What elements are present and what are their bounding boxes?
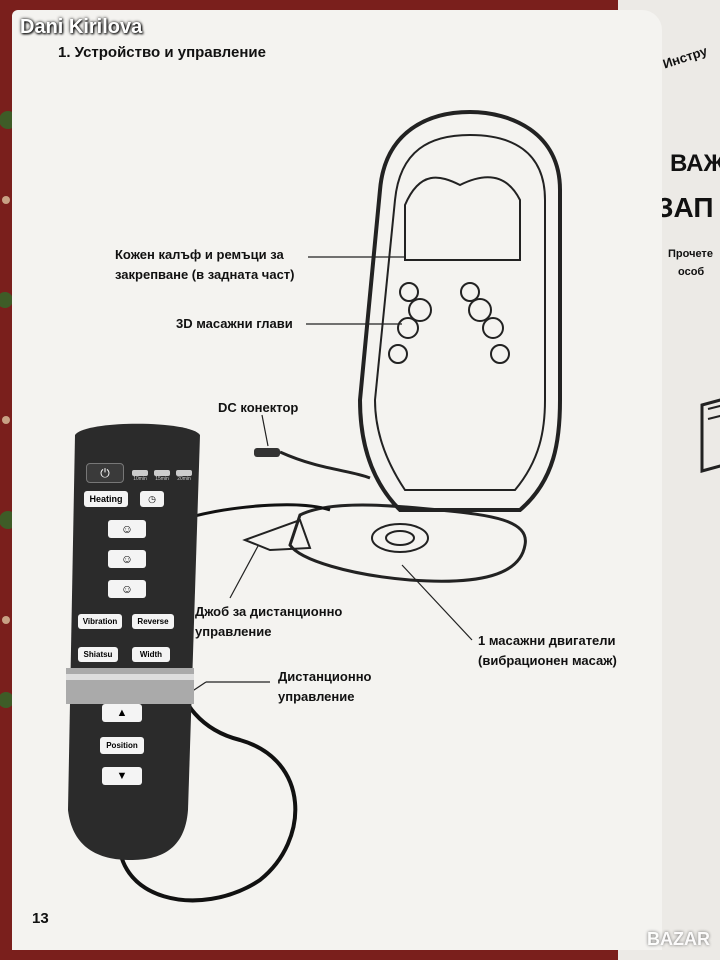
next-page-bold2: ЗАП: [656, 192, 714, 223]
up-button[interactable]: ▲: [102, 704, 142, 722]
seat-back-inner: [373, 133, 546, 491]
timer-15: 15min: [154, 470, 170, 482]
arrow-up-icon: ▲: [116, 707, 128, 719]
label-remote: Дистанционно управление: [278, 669, 372, 704]
neck-mode-button[interactable]: ☺: [108, 520, 146, 538]
reverse-button[interactable]: Reverse: [132, 614, 174, 629]
timer-10: 10min: [132, 470, 148, 482]
remote-body: [68, 423, 200, 860]
remote-metal-band: [66, 668, 194, 704]
remote-pocket: [242, 518, 312, 552]
dc-connector-cable: [279, 450, 371, 480]
seat-base: [288, 503, 527, 583]
back-massage-icon: ☺: [120, 552, 134, 566]
remote-cable: [117, 679, 298, 903]
next-page-text1: Прочете: [668, 248, 713, 260]
label-dc-connector: DC конектор: [218, 400, 299, 415]
clock-icon: ◷: [148, 494, 156, 504]
down-button[interactable]: ▼: [102, 767, 142, 785]
waist-mode-button[interactable]: ☺: [108, 580, 146, 598]
vibration-button[interactable]: Vibration: [78, 614, 122, 629]
width-button[interactable]: Width: [132, 647, 170, 662]
page-number: 13: [32, 910, 49, 927]
label-massage-heads: 3D масажни глави: [176, 316, 293, 331]
label-remote-pocket: Джоб за дистанционно управление: [195, 604, 343, 639]
book-icon: [700, 398, 720, 473]
label-motors: 1 масажни двигатели (вибрационен масаж): [478, 633, 617, 668]
uploader-name: Dani Kirilova: [20, 16, 143, 38]
motor-center: [371, 523, 429, 553]
waist-massage-icon: ☺: [120, 582, 134, 596]
timer-button[interactable]: ◷: [140, 491, 164, 507]
shiatsu-button[interactable]: Shiatsu: [78, 647, 118, 662]
position-button[interactable]: Position: [100, 737, 144, 754]
seat-back-outline: [357, 109, 562, 512]
label-leather-cover: Кожен калъф и ремъци за закрепване (в за…: [115, 247, 295, 282]
neck-massage-icon: ☺: [120, 522, 134, 536]
arrow-down-icon: ▼: [116, 770, 128, 782]
remote-control: [66, 423, 200, 860]
site-watermark: BAZAR: [647, 929, 710, 949]
back-mode-button[interactable]: ☺: [108, 550, 146, 568]
seat-headrest: [404, 176, 521, 261]
timer-indicators: 10min 15min 20min: [132, 470, 192, 482]
power-button[interactable]: ⏻: [86, 463, 124, 483]
next-page-bold1: ВАЖ: [670, 150, 720, 177]
power-icon: ⏻: [100, 466, 110, 480]
section-title: 1. Устройство и управление: [58, 44, 266, 61]
heating-button[interactable]: Heating: [84, 491, 128, 507]
massage-heads: [388, 282, 510, 364]
dc-connector-plug: [254, 448, 280, 457]
next-page-text2: особ: [678, 266, 705, 278]
timer-20: 20min: [176, 470, 192, 482]
